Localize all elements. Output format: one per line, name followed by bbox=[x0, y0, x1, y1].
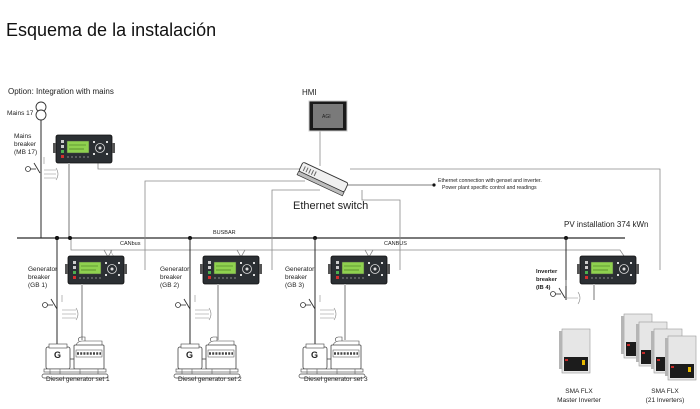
ethernet-switch-icon bbox=[296, 162, 349, 197]
master-inverter-role: Master Inverter bbox=[557, 397, 601, 404]
generator-breaker-2-label: Generator breaker (GB 2) bbox=[160, 266, 190, 289]
genset-1-symbol: G bbox=[54, 350, 62, 360]
generator-controller-2-icon bbox=[199, 255, 263, 285]
genset-2-symbol: G bbox=[186, 350, 194, 360]
mains-breaker-label: Mains breaker (MB 17) bbox=[14, 133, 38, 156]
canbus-right-label: CANBUS bbox=[384, 241, 407, 247]
inverter-unit bbox=[550, 236, 697, 381]
generator-unit-2 bbox=[172, 236, 263, 380]
busbar-label: BUSBAR bbox=[213, 230, 236, 236]
genset-1-label: Diesel generator set 1 bbox=[46, 376, 110, 383]
ethernet-line-gen3 bbox=[361, 190, 401, 270]
genset-2-icon bbox=[172, 335, 242, 380]
mains-label: Mains 17 bbox=[7, 110, 34, 117]
genset-3-label: Diesel generator set 3 bbox=[304, 376, 368, 383]
page-title: Esquema de la instalación bbox=[6, 20, 217, 40]
slave-inverters-count: (21 Inverters) bbox=[645, 397, 685, 404]
hmi-screen-label: AGI bbox=[322, 114, 331, 120]
generator-controller-1-icon bbox=[64, 255, 128, 285]
slave-inverter-4-icon bbox=[664, 335, 697, 381]
hmi-label: HMI bbox=[302, 88, 317, 97]
genset-3-symbol: G bbox=[311, 350, 319, 360]
master-inverter-name: SMA FLX bbox=[565, 388, 593, 395]
ethernet-line-gen2 bbox=[271, 189, 320, 270]
option-mains-label: Option: Integration with mains bbox=[8, 87, 114, 96]
genset-1-icon bbox=[40, 335, 110, 380]
inverter-controller-icon bbox=[576, 255, 640, 285]
generator-unit-1 bbox=[40, 238, 128, 380]
generator-breaker-1-label: Generator breaker (GB 1) bbox=[28, 266, 58, 289]
master-inverter-icon bbox=[558, 328, 591, 374]
slave-inverters-name: SMA FLX bbox=[651, 388, 679, 395]
ethernet-line-mains bbox=[97, 160, 305, 170]
ethernet-line-gen1 bbox=[144, 180, 305, 270]
pv-installation-label: PV installation 374 kWn bbox=[564, 220, 649, 229]
genset-3-icon bbox=[297, 335, 367, 380]
generator-unit-3 bbox=[297, 236, 391, 380]
generator-controller-3-icon bbox=[327, 255, 391, 285]
genset-2-label: Diesel generator set 2 bbox=[178, 376, 242, 383]
ethernet-note-line2: Power plant specific control and reading… bbox=[442, 185, 537, 191]
generator-breaker-3-label: Generator breaker (GB 3) bbox=[285, 266, 315, 289]
canbus-left-label: CANbus bbox=[120, 241, 141, 247]
mains-breaker-icon bbox=[25, 162, 41, 174]
ethernet-line-inverter bbox=[350, 168, 661, 270]
ethernet-note-line1: Ethernet connection with genset and inve… bbox=[438, 178, 542, 184]
ethernet-switch-label: Ethernet switch bbox=[293, 200, 369, 212]
inverter-breaker-label: Inverter breaker (IB 4) bbox=[536, 269, 558, 291]
mains-controller-icon bbox=[52, 134, 116, 164]
